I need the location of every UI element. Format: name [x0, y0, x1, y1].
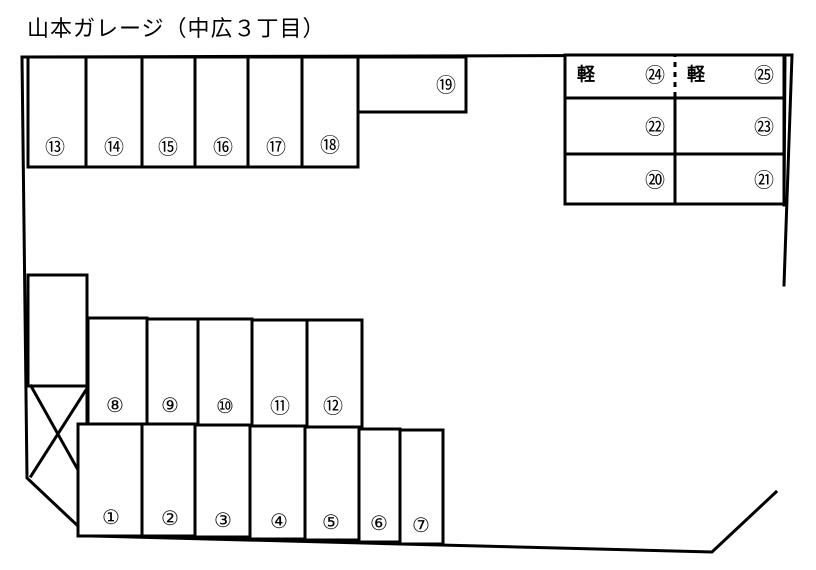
- slot-number: ②: [161, 506, 179, 530]
- slot-number: ⑧: [106, 393, 124, 417]
- slot-number: ①: [102, 505, 120, 529]
- slot-number: ⑩: [216, 394, 234, 418]
- parking-slot-25[interactable]: ㉕軽: [673, 53, 786, 100]
- slot-outline[interactable]: [398, 428, 445, 546]
- slot-number: ⑤: [322, 510, 340, 534]
- slot-outline[interactable]: [140, 422, 197, 538]
- slot-outline[interactable]: [76, 422, 144, 538]
- slot-outline[interactable]: [356, 55, 468, 114]
- parking-slot-19[interactable]: ⑲: [356, 55, 468, 114]
- slot-outline[interactable]: [26, 55, 88, 169]
- parking-slot-16[interactable]: ⑯: [193, 55, 250, 169]
- slot-outline[interactable]: [196, 317, 254, 427]
- parking-slot-3[interactable]: ③: [193, 423, 252, 539]
- slot-number: ⑦: [412, 513, 430, 537]
- slot-number: ⑫: [323, 394, 343, 418]
- slot-number: ㉓: [754, 115, 774, 139]
- parking-slot-15[interactable]: ⑮: [140, 55, 197, 169]
- slot-number: ⑳: [645, 168, 665, 192]
- parking-slot-17[interactable]: ⑰: [246, 55, 304, 169]
- parking-slot-11[interactable]: ⑪: [250, 318, 309, 428]
- slot-number: ⑮: [158, 135, 178, 159]
- parking-slot-23[interactable]: ㉓: [673, 96, 786, 156]
- slot-outline[interactable]: [193, 423, 252, 539]
- slot-number: ㉑: [754, 168, 774, 192]
- slot-outline[interactable]: [305, 318, 364, 429]
- parking-slot-21[interactable]: ㉑: [673, 152, 786, 206]
- slot-number: ⑯: [213, 135, 233, 159]
- slot-outline[interactable]: [303, 425, 361, 542]
- page-title: 山本ガレージ（中広３丁目）: [27, 17, 326, 42]
- parking-slot-10[interactable]: ⑩: [196, 317, 254, 427]
- slot-outline[interactable]: [673, 152, 786, 206]
- parking-slot-7[interactable]: ⑦: [398, 428, 445, 546]
- slot-number: ㉔: [645, 63, 665, 87]
- slot-number: ⑬: [45, 135, 65, 159]
- parking-slot-6[interactable]: ⑥: [357, 427, 402, 544]
- parking-slot-14[interactable]: ⑭: [84, 55, 144, 169]
- slot-outline[interactable]: [563, 152, 677, 206]
- parking-slot-4[interactable]: ④: [248, 424, 307, 541]
- slot-number: ⑨: [161, 393, 179, 417]
- slot-number: ⑭: [104, 135, 124, 159]
- slot-number: ④: [270, 509, 288, 533]
- parking-slot-24[interactable]: ㉔軽: [563, 53, 677, 100]
- slot-number: ⑥: [370, 511, 388, 535]
- parking-slot-13[interactable]: ⑬: [26, 55, 88, 169]
- parking-slot-1[interactable]: ①: [76, 422, 144, 538]
- slot-number: ㉒: [645, 115, 665, 139]
- slot-outline[interactable]: [193, 55, 250, 169]
- slot-number: ⑱: [320, 133, 340, 157]
- slot-number: ③: [214, 508, 232, 532]
- slot-outline[interactable]: [86, 316, 149, 426]
- slot-number: ㉕: [754, 63, 774, 87]
- parking-slot-22[interactable]: ㉒: [563, 96, 677, 156]
- slot-outline[interactable]: [563, 96, 677, 156]
- parking-slot-8[interactable]: ⑧: [86, 316, 149, 426]
- kei-car-label: 軽: [687, 64, 706, 86]
- kei-car-label: 軽: [577, 64, 596, 86]
- parking-slot-18[interactable]: ⑱: [300, 55, 360, 169]
- slot-outline[interactable]: [563, 53, 677, 100]
- slot-outline[interactable]: [300, 55, 360, 169]
- parking-slot-20[interactable]: ⑳: [563, 152, 677, 206]
- slot-outline[interactable]: [673, 96, 786, 156]
- parking-slot-2[interactable]: ②: [140, 422, 197, 538]
- slot-number: ⑪: [270, 394, 290, 418]
- slot-outline[interactable]: [140, 55, 197, 169]
- slot-number: ⑰: [266, 135, 286, 159]
- slot-outline[interactable]: [248, 424, 307, 541]
- parking-slot-5[interactable]: ⑤: [303, 425, 361, 542]
- parking-slot-9[interactable]: ⑨: [145, 317, 200, 426]
- parking-slot-12[interactable]: ⑫: [305, 318, 364, 429]
- slot-outline[interactable]: [673, 53, 786, 100]
- slot-number: ⑲: [436, 73, 456, 97]
